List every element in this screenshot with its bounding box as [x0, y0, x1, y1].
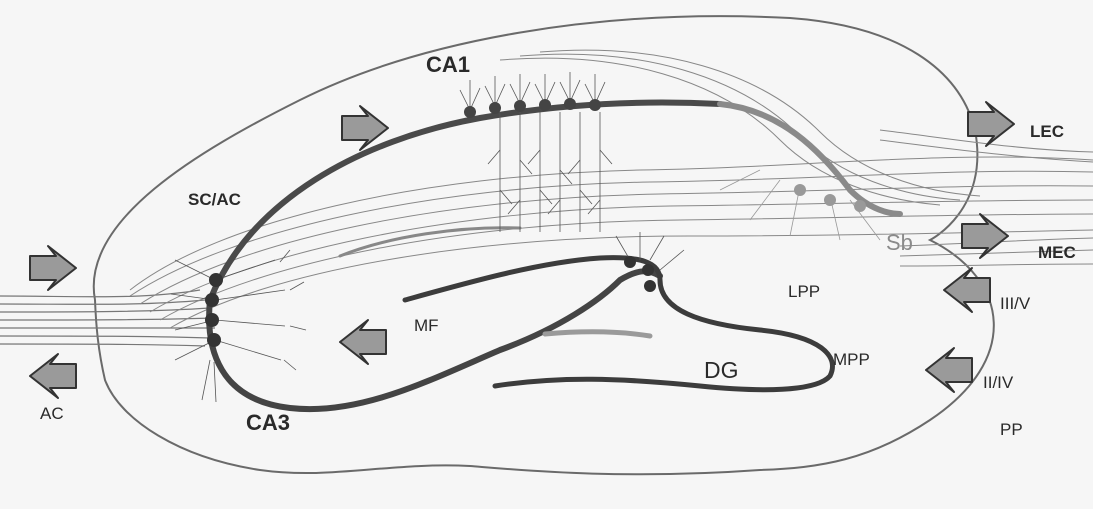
sb-label: Sb	[886, 230, 913, 256]
arrow-mf	[340, 320, 386, 364]
hippocampus-outline	[94, 16, 994, 474]
mpp-label: MPP	[833, 350, 870, 370]
mossy-fiber-track	[340, 228, 520, 256]
arrow-lec	[968, 102, 1014, 146]
ca1-dendrites	[460, 72, 612, 232]
ca1-subiculum-layer	[720, 104, 900, 214]
dg-label: DG	[704, 357, 739, 384]
arrow-ac-output	[30, 354, 76, 398]
pp-label: PP	[1000, 420, 1023, 440]
dentate-gyrus-lower-blade	[545, 332, 650, 336]
arrow-iii-v	[944, 268, 990, 312]
ca3-label: CA3	[246, 410, 290, 436]
arrow-ii-iv	[926, 348, 972, 392]
iii-v-label: III/V	[1000, 294, 1030, 314]
ca3-dendrites	[171, 250, 306, 402]
mf-label: MF	[414, 316, 439, 336]
arrow-ac-input	[30, 246, 76, 290]
ii-iv-label: II/IV	[983, 373, 1013, 393]
lpp-label: LPP	[788, 282, 820, 302]
ca1-label: CA1	[426, 52, 470, 78]
lec-label: LEC	[1030, 122, 1064, 142]
mec-label: MEC	[1038, 243, 1076, 263]
sc-ac-label: SC/AC	[188, 190, 241, 210]
arrow-mec	[962, 214, 1008, 258]
ac-label: AC	[40, 404, 64, 424]
fiber-bundle-left	[0, 290, 215, 346]
